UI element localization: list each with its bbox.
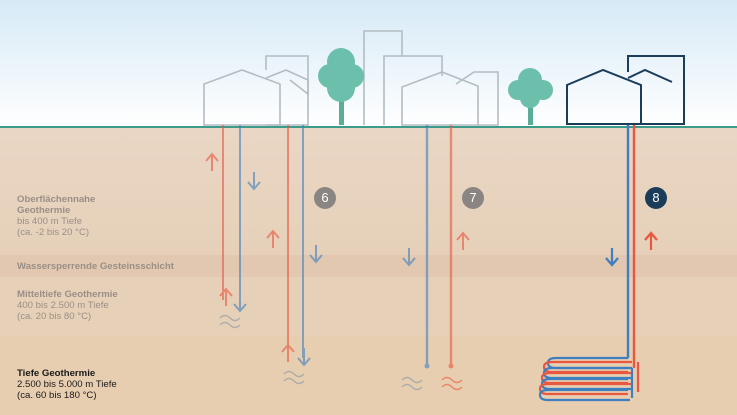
near-surface-temp: (ca. -2 bis 20 °C) <box>17 227 90 238</box>
tree-2 <box>508 68 553 125</box>
near-surface-title: Oberflächennahe <box>17 194 96 205</box>
near-surface-depth: bis 400 m Tiefe <box>17 216 83 227</box>
deep-temp: (ca. 60 bis 180 °C) <box>17 390 97 401</box>
badge-7: 7 <box>462 187 484 209</box>
sky <box>0 0 737 127</box>
house-4 <box>383 55 443 125</box>
layer-label-deep: Tiefe Geothermie 2.500 bis 5.000 m Tiefe… <box>17 368 117 401</box>
house-5 <box>401 71 479 126</box>
deep-depth: 2.500 bis 5.000 m Tiefe <box>17 379 117 390</box>
layer-label-medium: Mitteltiefe Geothermie 400 bis 2.500 m T… <box>17 289 118 322</box>
badge-8: 8 <box>645 187 667 209</box>
house-6 <box>455 71 499 126</box>
tower <box>363 30 403 125</box>
medium-title: Mitteltiefe Geothermie <box>17 289 118 300</box>
layer-label-near-surface: Oberflächennahe Geothermie bis 400 m Tie… <box>17 194 95 238</box>
house-2 <box>265 55 309 96</box>
faded-buildings <box>203 30 499 126</box>
deep-layer-band <box>0 336 737 415</box>
tree-1 <box>318 48 364 125</box>
near-surface-title-line2: Geothermie <box>17 205 71 216</box>
probe-column-1 <box>205 125 261 329</box>
probe-column-2 <box>266 125 323 385</box>
badge-6: 6 <box>314 187 336 209</box>
layer-label-barrier: Wassersperrende Gesteinsschicht <box>17 261 174 272</box>
medium-temp: (ca. 20 bis 80 °C) <box>17 311 92 322</box>
barrier-title: Wassersperrende Gesteinsschicht <box>17 261 174 272</box>
house-3 <box>265 69 309 126</box>
active-building <box>566 55 685 125</box>
medium-depth: 400 bis 2.500 m Tiefe <box>17 300 109 311</box>
loop-coil <box>538 356 640 402</box>
deep-title: Tiefe Geothermie <box>17 368 96 379</box>
barrier-layer-band <box>0 255 737 277</box>
probe-column-active <box>538 125 658 402</box>
probe-column-3 <box>401 125 470 391</box>
